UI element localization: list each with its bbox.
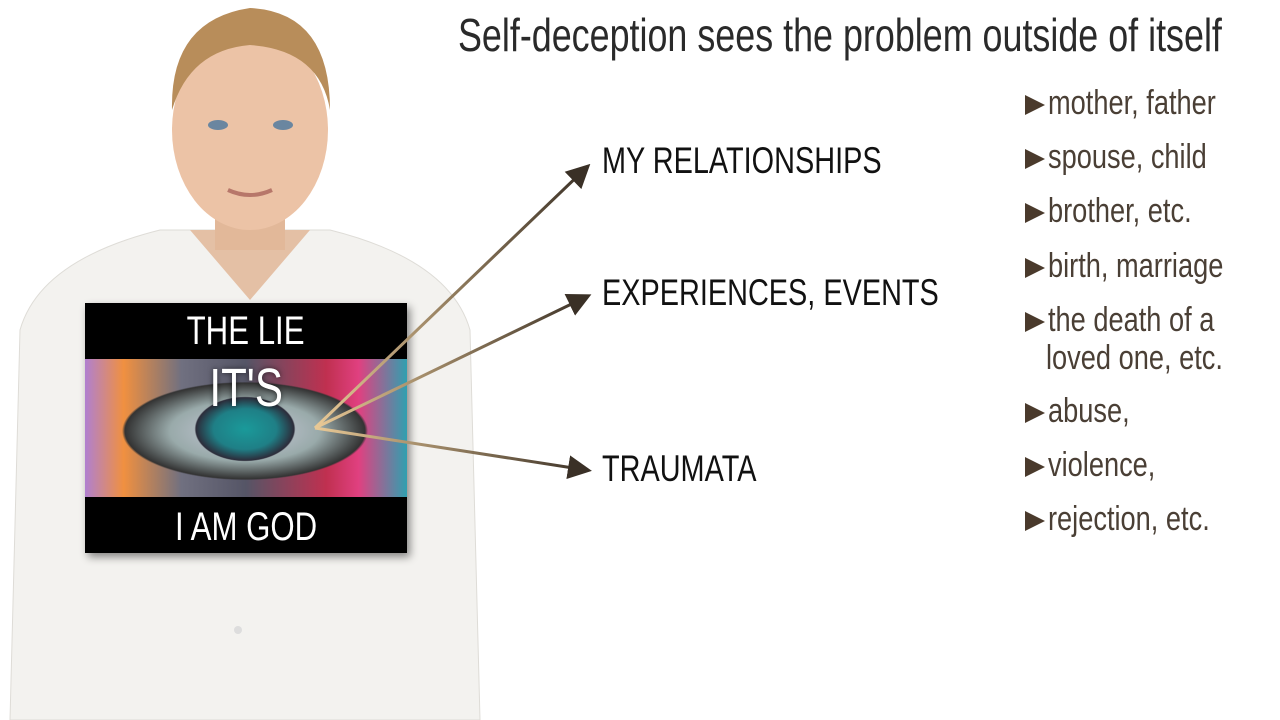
bullet-item: mother, father <box>1025 84 1258 123</box>
triangle-bullet-icon <box>1025 258 1045 278</box>
bullet-item: rejection, etc. <box>1025 500 1250 539</box>
bullet-item: abuse, <box>1025 392 1150 431</box>
the-lie-card: THE LIE IT'S I AM GOD <box>85 303 407 553</box>
triangle-bullet-icon <box>1025 95 1045 115</box>
bullet-item-continuation: loved one, etc. <box>1046 339 1223 377</box>
arrow-experiences <box>314 294 592 430</box>
bullet-item: the death of a <box>1025 301 1256 340</box>
heading-traumata: TRAUMATA <box>602 448 757 489</box>
triangle-bullet-icon <box>1025 149 1045 169</box>
triangle-bullet-icon <box>1025 511 1045 531</box>
card-top-text: THE LIE <box>187 309 305 353</box>
heading-experiences: EXPERIENCES, EVENTS <box>602 272 939 313</box>
triangle-bullet-icon <box>1025 457 1045 477</box>
card-bottom-band: I AM GOD <box>85 497 407 553</box>
slide-title: Self-deception sees the problem outside … <box>458 9 1222 61</box>
triangle-bullet-icon <box>1025 403 1045 423</box>
bullet-item: violence, <box>1025 446 1182 485</box>
card-middle-text: IT'S <box>209 358 283 418</box>
triangle-bullet-icon <box>1025 203 1045 223</box>
triangle-bullet-icon <box>1025 312 1045 332</box>
arrow-traumata <box>314 426 592 480</box>
mosaic-eye-image <box>85 359 407 497</box>
bullet-item: birth, marriage <box>1025 247 1267 286</box>
card-bottom-text: I AM GOD <box>174 505 318 549</box>
bullet-item: spouse, child <box>1025 138 1246 177</box>
card-top-band: THE LIE <box>85 303 407 359</box>
arrow-relationships <box>313 163 591 430</box>
bullet-item: brother, etc. <box>1025 192 1228 231</box>
heading-relationships: MY RELATIONSHIPS <box>602 140 882 181</box>
